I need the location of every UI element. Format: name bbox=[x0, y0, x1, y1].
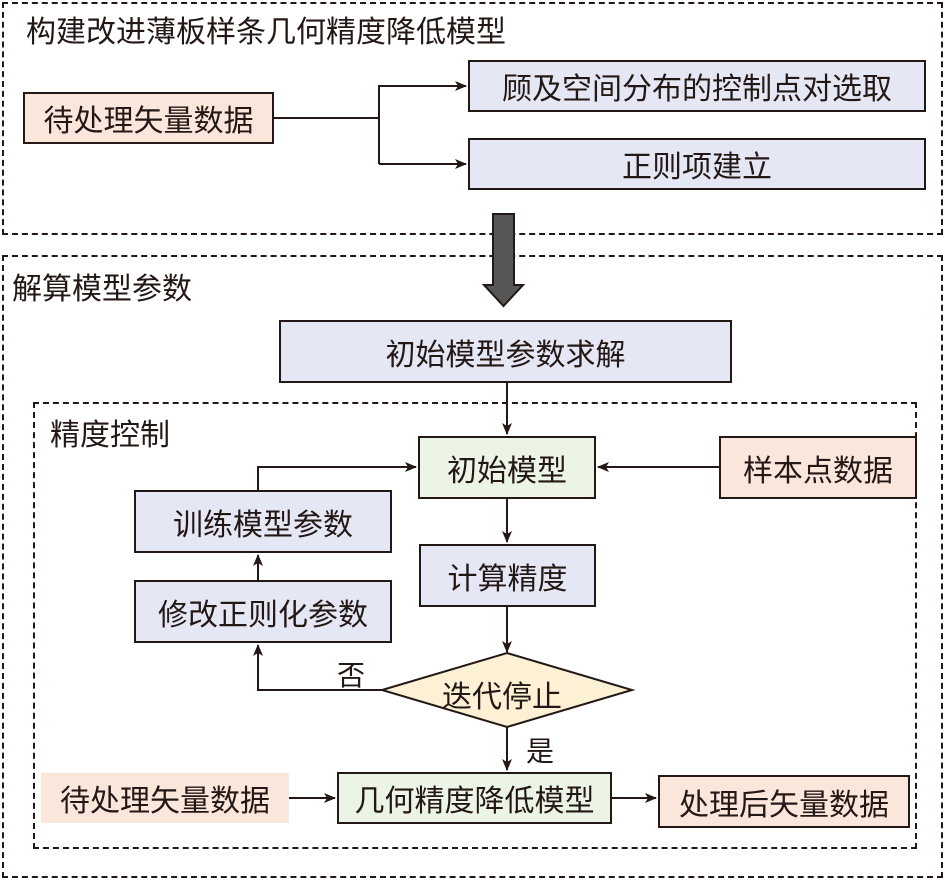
pending-vector-data-box[interactable]: 待处理矢量数据 bbox=[41, 773, 289, 823]
no-branch-label: 否 bbox=[337, 659, 366, 692]
control-point-selection-box[interactable]: 顾及空间分布的控制点对选取 bbox=[468, 60, 926, 112]
section-solve-params-frame bbox=[2, 255, 943, 878]
arrow-train-to-initial-model bbox=[257, 462, 417, 490]
sample-point-data-box[interactable]: 样本点数据 bbox=[719, 436, 917, 499]
section-build-model-title: 构建改进薄板样条几何精度降低模型 bbox=[26, 15, 506, 50]
regularization-term-box[interactable]: 正则项建立 bbox=[468, 138, 926, 190]
input-vector-data-box[interactable]: 待处理矢量数据 bbox=[23, 92, 274, 144]
section-build-model-frame bbox=[2, 2, 943, 235]
compute-accuracy-box[interactable]: 计算精度 bbox=[419, 544, 596, 607]
big-down-arrow-icon bbox=[481, 213, 526, 308]
yes-branch-label: 是 bbox=[526, 735, 555, 768]
branch-connector bbox=[274, 81, 467, 169]
section-solve-params-title: 解算模型参数 bbox=[12, 272, 192, 307]
modify-regularization-params-box[interactable]: 修改正则化参数 bbox=[134, 580, 392, 643]
train-model-params-box[interactable]: 训练模型参数 bbox=[134, 490, 392, 553]
processed-vector-data-box[interactable]: 处理后矢量数据 bbox=[658, 775, 910, 828]
initial-model-box[interactable]: 初始模型 bbox=[418, 436, 596, 499]
arrow-decision-no-to-modify bbox=[253, 644, 382, 691]
accuracy-control-frame bbox=[33, 402, 917, 849]
accuracy-control-title: 精度控制 bbox=[50, 418, 170, 453]
decision-label: 迭代停止 bbox=[442, 680, 562, 715]
reduce-accuracy-model-box[interactable]: 几何精度降低模型 bbox=[337, 772, 612, 824]
initial-param-solve-box[interactable]: 初始模型参数求解 bbox=[279, 320, 732, 383]
